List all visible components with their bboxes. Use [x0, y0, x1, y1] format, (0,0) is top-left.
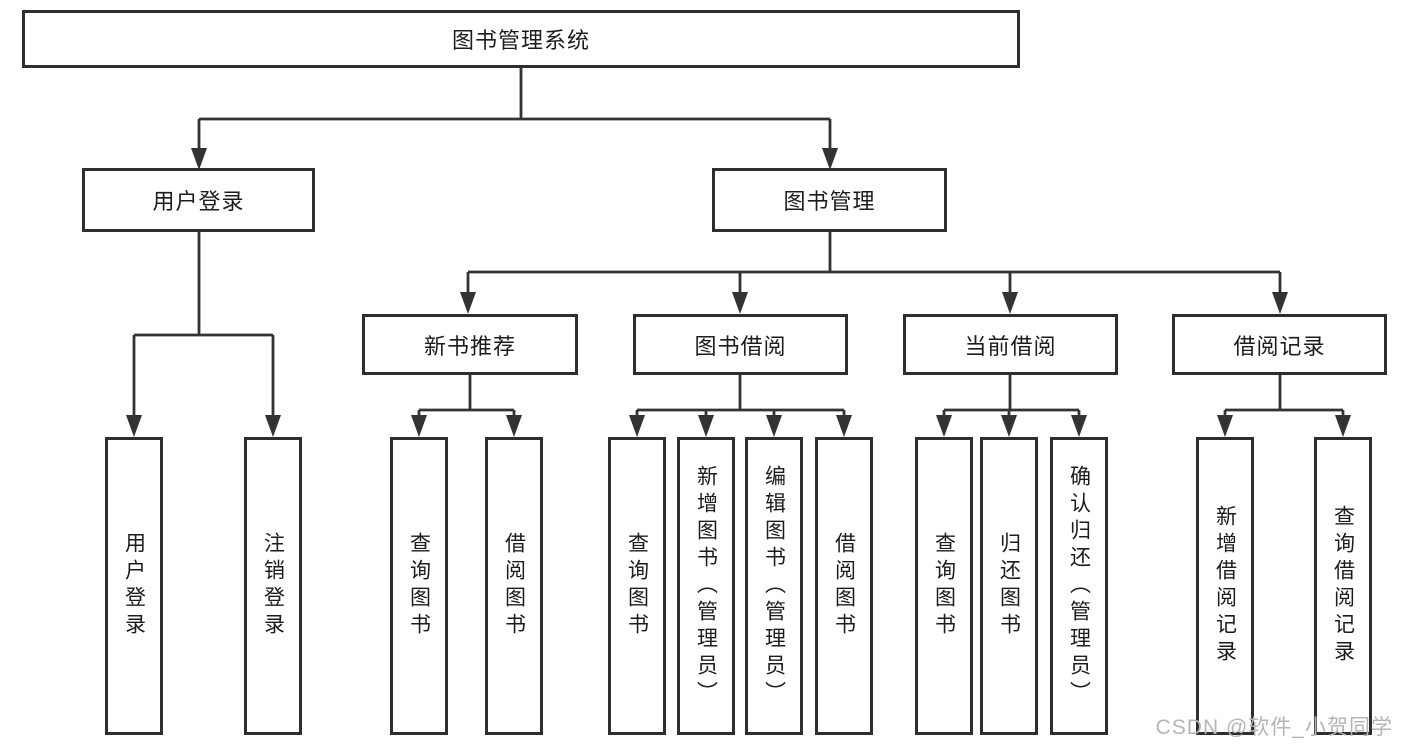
leaf-edit-books-admin: 编辑图书（管理员）: [745, 437, 803, 735]
leaf-query-books-borrow: 查询图书: [608, 437, 666, 735]
connector-book-borrow-group: [635, 375, 846, 417]
arrowheads-borrow-records-group: [1217, 415, 1351, 437]
node-borrow-records: 借阅记录: [1172, 314, 1387, 375]
node-book-management: 图书管理: [712, 168, 947, 232]
leaf-query-books-current: 查询图书: [915, 437, 973, 735]
leaf-user-login: 用户登录: [105, 437, 163, 735]
leaf-add-borrow-record: 新增借阅记录: [1196, 437, 1254, 735]
arrowheads-book-borrow-group: [629, 415, 852, 437]
leaf-query-books-recommend: 查询图书: [390, 437, 448, 735]
arrowheads-current-borrow-group: [936, 415, 1087, 437]
connector-book-mgmt-to-level3: [466, 232, 1282, 294]
node-library-system: 图书管理系统: [22, 10, 1020, 68]
connector-new-book-group: [417, 375, 516, 417]
node-book-borrow: 图书借阅: [633, 314, 848, 375]
leaf-query-borrow-record: 查询借阅记录: [1314, 437, 1372, 735]
arrowheads-level2: [191, 148, 838, 170]
leaf-logout: 注销登录: [244, 437, 302, 735]
leaf-add-books-admin: 新增图书（管理员）: [677, 437, 735, 735]
csdn-watermark: CSDN @软件_小贺同学: [1155, 716, 1393, 739]
connector-current-borrow-group: [942, 375, 1081, 417]
connector-user-login-group: [132, 232, 275, 417]
node-current-borrow: 当前借阅: [903, 314, 1118, 375]
arrowheads-new-book-group: [411, 415, 522, 437]
arrowheads-level3: [460, 292, 1288, 314]
node-new-book-recommend: 新书推荐: [362, 314, 578, 375]
leaf-confirm-return-admin: 确认归还（管理员）: [1050, 437, 1108, 735]
leaf-borrow-books: 借阅图书: [815, 437, 873, 735]
node-user-login: 用户登录: [82, 168, 315, 232]
connector-root-to-level2: [197, 68, 832, 150]
arrowheads-user-login-group: [126, 415, 281, 437]
leaf-return-books: 归还图书: [980, 437, 1038, 735]
connector-borrow-records-group: [1223, 375, 1345, 417]
leaf-borrow-books-recommend: 借阅图书: [485, 437, 543, 735]
